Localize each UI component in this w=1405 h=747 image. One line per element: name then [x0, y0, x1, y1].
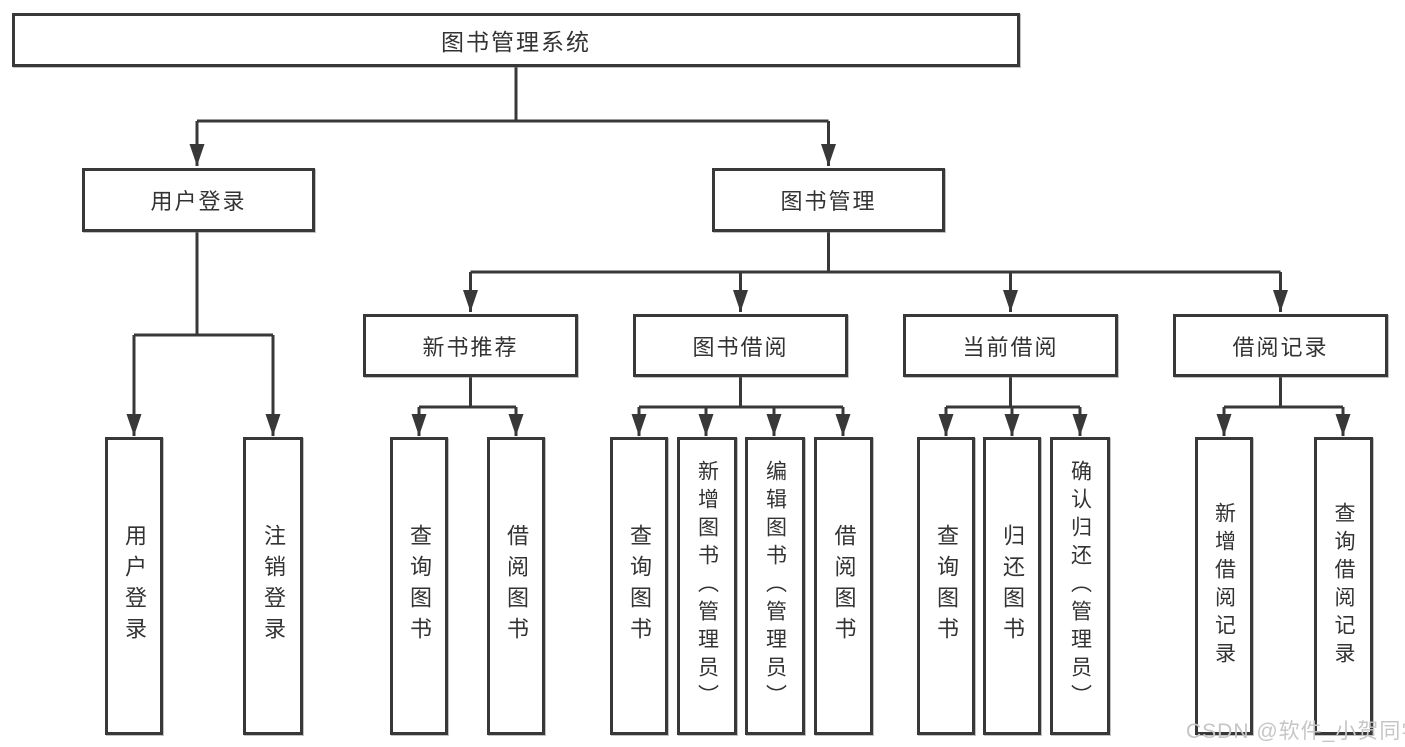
leaf-confirm-return-admin: 确认归还（管理员） [1050, 437, 1110, 735]
leaf-add-books-admin: 新增图书（管理员） [677, 437, 737, 735]
leaf-borrow-books-recommend: 借阅图书 [487, 437, 545, 735]
leaf-add-borrow-record: 新增借阅记录 [1195, 437, 1253, 735]
leaf-add-borrow-record-label: 新增借阅记录 [1212, 502, 1236, 670]
leaf-query-books-current-label: 查询图书 [934, 524, 959, 648]
leaf-edit-books-admin-label: 编辑图书（管理员） [763, 460, 787, 712]
node-book-borrow: 图书借阅 [633, 314, 848, 377]
node-current-borrow: 当前借阅 [903, 314, 1118, 377]
leaf-query-borrow-record-label: 查询借阅记录 [1332, 502, 1355, 670]
leaf-confirm-return-admin-label: 确认归还（管理员） [1068, 460, 1092, 712]
leaf-edit-books-admin: 编辑图书（管理员） [745, 437, 805, 735]
node-book-management: 图书管理 [712, 168, 945, 232]
leaf-query-books-borrow-label: 查询图书 [627, 524, 652, 648]
leaf-return-books-label: 归还图书 [1000, 524, 1025, 648]
leaf-query-books-recommend: 查询图书 [390, 437, 448, 735]
leaf-query-books-current: 查询图书 [917, 437, 975, 735]
node-user-login: 用户登录 [82, 168, 315, 232]
leaf-user-login: 用户登录 [105, 437, 163, 735]
leaf-add-books-admin-label: 新增图书（管理员） [695, 460, 719, 712]
leaf-borrow-books-label: 借阅图书 [831, 524, 857, 648]
node-new-book-recommend: 新书推荐 [363, 314, 578, 377]
leaf-query-books-borrow: 查询图书 [610, 437, 668, 735]
leaf-borrow-books: 借阅图书 [814, 437, 873, 735]
leaf-query-borrow-record: 查询借阅记录 [1314, 437, 1373, 735]
node-library-management-system: 图书管理系统 [12, 13, 1020, 67]
leaf-logout-label: 注销登录 [261, 524, 286, 648]
leaf-return-books: 归还图书 [983, 437, 1041, 735]
leaf-user-login-label: 用户登录 [122, 524, 147, 648]
node-borrow-record: 借阅记录 [1173, 314, 1388, 377]
leaf-query-books-recommend-label: 查询图书 [407, 524, 432, 648]
leaf-borrow-books-recommend-label: 借阅图书 [504, 524, 529, 648]
leaf-logout: 注销登录 [243, 437, 303, 735]
